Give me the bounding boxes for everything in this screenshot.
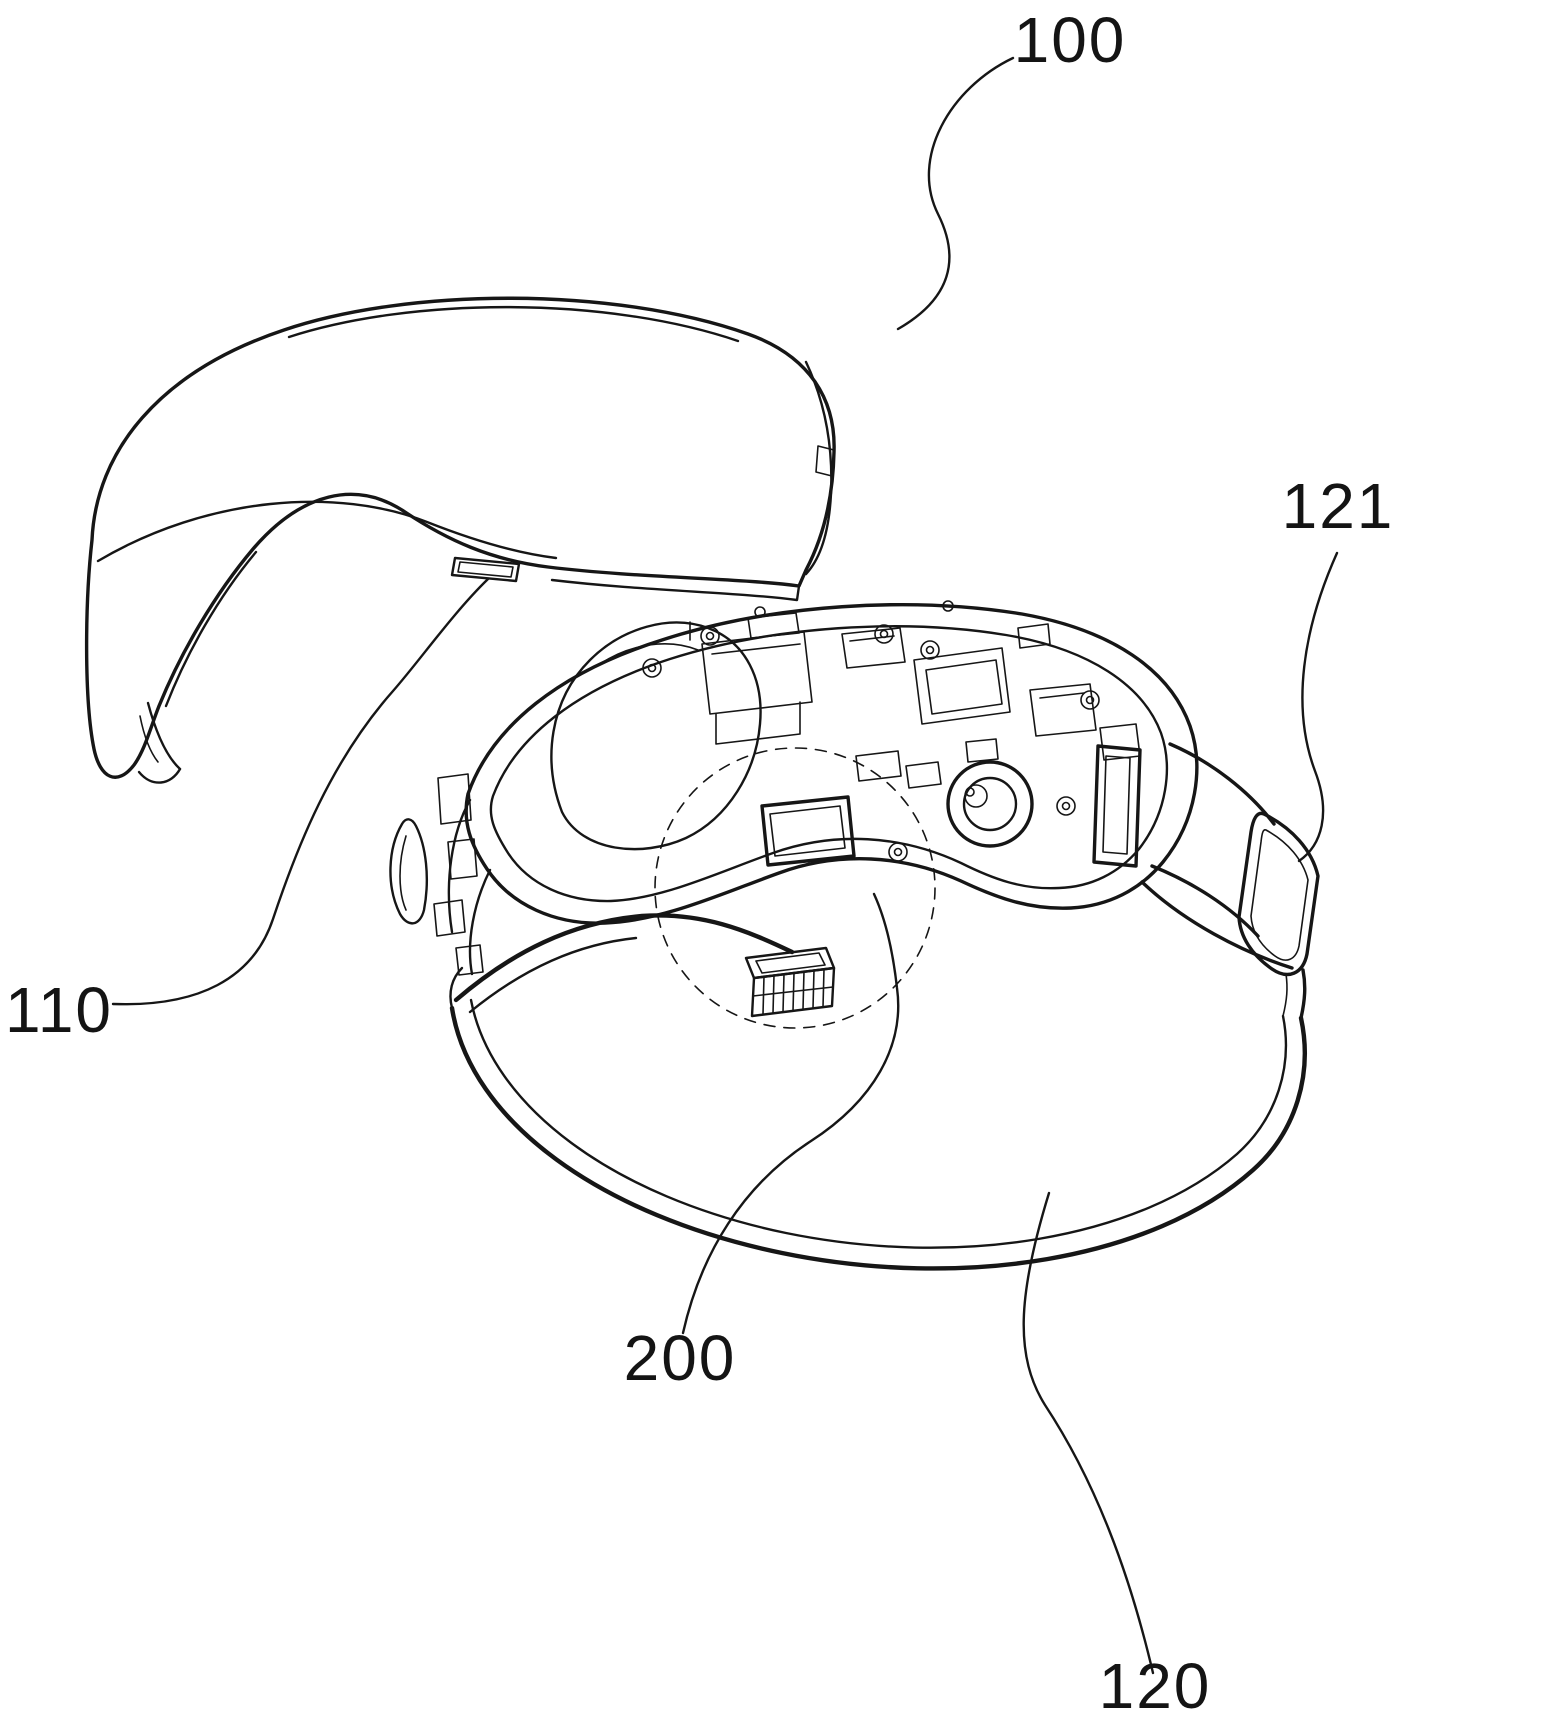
strap-buckle xyxy=(1237,811,1320,977)
dashed-highlight-circle xyxy=(654,747,936,1029)
top-cover-outline xyxy=(84,296,836,779)
component-200-top-inner xyxy=(755,952,826,974)
strap-right-inner xyxy=(1282,973,1288,1017)
top-cover-bottom-thickness xyxy=(550,578,801,602)
pcb-components xyxy=(689,600,1141,789)
ref-label-200: 200 xyxy=(623,1322,737,1394)
component-200 xyxy=(744,946,836,1018)
strap-upper-bottom xyxy=(1150,864,1260,938)
main-body xyxy=(389,600,1294,1014)
component-200-pin-grid xyxy=(752,968,834,1015)
leader-line-100 xyxy=(896,56,1015,331)
strap-inner-edge xyxy=(469,998,1287,1249)
leader-line-120 xyxy=(1022,1191,1155,1675)
body-rim-outer xyxy=(464,603,1199,925)
top-cover-contour xyxy=(96,500,558,563)
strap-anchor xyxy=(1092,744,1142,868)
strap-left-cap xyxy=(449,966,464,1010)
buckle-inner xyxy=(1250,829,1309,961)
ref-label-121: 121 xyxy=(1281,470,1395,542)
top-cover-top-edge xyxy=(287,305,740,343)
eye-cushion xyxy=(550,621,762,851)
leader-line-110 xyxy=(111,577,490,1006)
top-cover-arm-contour xyxy=(164,550,258,708)
leader-line-200 xyxy=(681,892,900,1335)
leader-lines xyxy=(111,56,1339,1675)
strap-right-outer xyxy=(1299,968,1307,1020)
component-200-front xyxy=(750,966,836,1018)
body-right-band-edge xyxy=(1140,880,1294,970)
headband-strap xyxy=(449,742,1307,1271)
screws xyxy=(642,624,1100,862)
slot-inner xyxy=(457,561,514,578)
ref-label-120: 120 xyxy=(1098,1650,1212,1722)
speaker-component xyxy=(946,760,1034,848)
strap-outer-edge xyxy=(449,1005,1307,1271)
body-front-edge-inner xyxy=(468,936,638,1014)
top-cover-right-edge xyxy=(804,360,833,576)
slot-outer xyxy=(450,556,521,583)
top-cover-right-latch xyxy=(815,445,835,477)
ref-label-100: 100 xyxy=(1013,4,1127,76)
top-cover xyxy=(84,296,836,784)
buckle-outer xyxy=(1237,811,1320,977)
body-front-edge xyxy=(453,913,795,1003)
cover-arm-hook xyxy=(137,701,182,784)
left-clips xyxy=(389,773,492,976)
center-raised-box xyxy=(760,795,856,867)
leader-line-121 xyxy=(1297,551,1339,863)
strap-upper-top xyxy=(1168,742,1276,826)
ref-label-110: 110 xyxy=(4,974,114,1046)
cover-slot-110 xyxy=(450,556,521,583)
